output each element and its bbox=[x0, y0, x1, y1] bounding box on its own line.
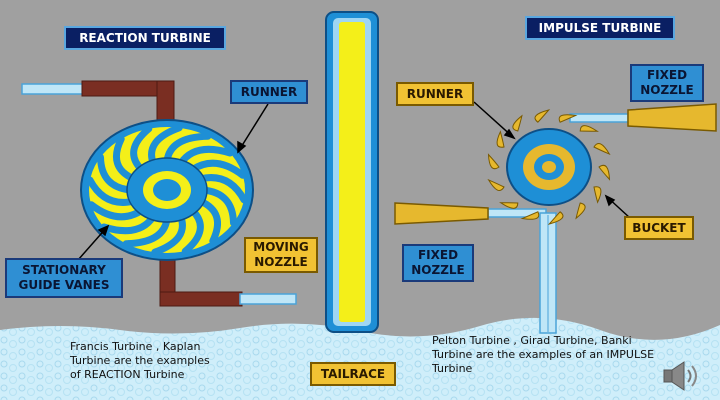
jet-pipe-upper bbox=[569, 113, 629, 123]
title-impulse-turbine: IMPULSE TURBINE bbox=[525, 16, 675, 40]
impulse-bucket bbox=[512, 114, 523, 132]
impulse-bucket bbox=[487, 153, 500, 170]
reaction-blade bbox=[122, 215, 171, 248]
speaker-icon[interactable] bbox=[663, 361, 697, 391]
inlet-pipe bbox=[21, 83, 85, 95]
impulse-bucket bbox=[593, 143, 611, 156]
impulse-bucket bbox=[579, 125, 599, 132]
water-surface bbox=[0, 317, 720, 400]
reaction-blade bbox=[130, 125, 153, 173]
note-reaction-examples: Francis Turbine , Kaplan Turbine are the… bbox=[70, 340, 210, 381]
label-bucket: BUCKET bbox=[624, 216, 694, 240]
impulse-bucket bbox=[520, 211, 540, 220]
outlet-pipe bbox=[239, 293, 297, 305]
reaction-blade bbox=[87, 201, 145, 221]
impulse-bucket bbox=[593, 186, 602, 204]
impulse-bucket bbox=[558, 114, 578, 123]
label-stationary-guide-vanes: STATIONARY GUIDE VANES bbox=[5, 258, 123, 298]
reaction-blade bbox=[181, 207, 204, 255]
label-tailrace: TAILRACE bbox=[310, 362, 396, 386]
impulse-bucket bbox=[575, 202, 586, 220]
impulse-buckets bbox=[487, 109, 611, 225]
reaction-blade bbox=[189, 159, 247, 179]
label-runner-left: RUNNER bbox=[230, 80, 308, 104]
fixed-nozzle-upper bbox=[627, 103, 717, 132]
impulse-bucket bbox=[547, 211, 564, 225]
label-fixed-nozzle-mid: FIXED NOZZLE bbox=[402, 244, 474, 282]
reaction-turbine bbox=[21, 80, 297, 307]
impulse-bucket bbox=[598, 164, 611, 181]
pointer-arrows bbox=[77, 101, 631, 261]
impulse-turbine bbox=[394, 103, 717, 334]
fixed-nozzle-lower bbox=[394, 202, 489, 225]
label-runner-right: RUNNER bbox=[396, 82, 474, 106]
impulse-bucket bbox=[487, 178, 505, 191]
title-reaction-turbine: REACTION TURBINE bbox=[64, 26, 226, 50]
impulse-bucket bbox=[496, 130, 505, 148]
center-column bbox=[325, 11, 379, 333]
label-fixed-nozzle-top: FIXED NOZZLE bbox=[630, 64, 704, 102]
impulse-bucket bbox=[534, 109, 551, 123]
impulse-bucket bbox=[499, 202, 519, 209]
label-moving-nozzle: MOVING NOZZLE bbox=[244, 237, 318, 273]
note-impulse-examples: Pelton Turbine , Girad Turbine, Banki Tu… bbox=[432, 334, 655, 375]
reaction-blade bbox=[163, 132, 212, 165]
